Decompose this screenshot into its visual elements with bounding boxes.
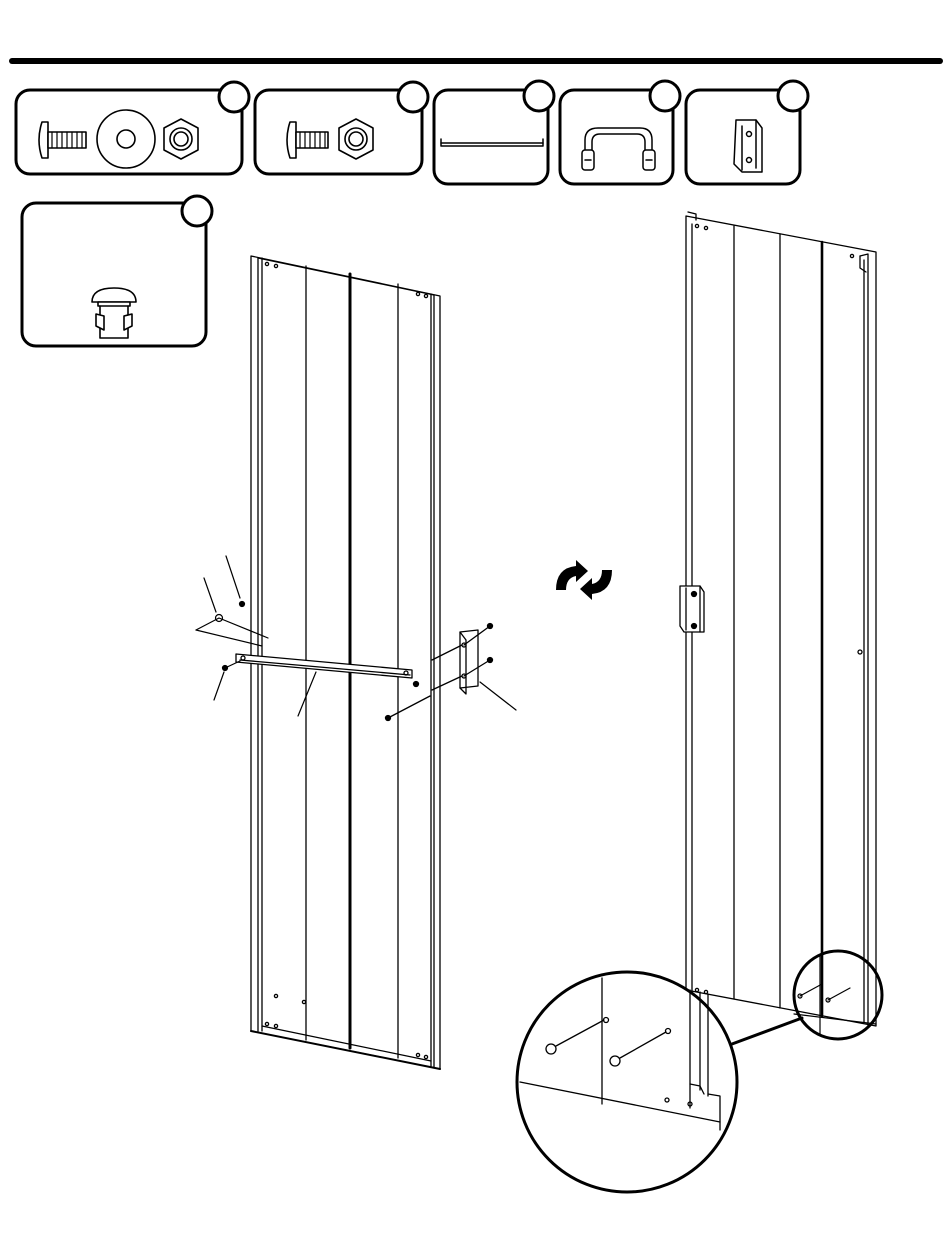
right-door-panel [686, 212, 876, 1026]
rivet-icon [546, 1044, 556, 1054]
part-box-5 [686, 81, 808, 184]
rod-icon [441, 139, 543, 146]
part-tag-2 [398, 82, 428, 112]
nut-icon [240, 602, 245, 607]
screw-icon [414, 682, 419, 687]
handle-icon [582, 128, 655, 170]
part-box-6 [22, 196, 212, 346]
part-tag-6 [182, 196, 212, 226]
magnified-rivet-detail [517, 972, 737, 1192]
flip-over-arrows-icon [556, 560, 612, 600]
part-box-3 [434, 81, 554, 184]
latch-bracket-icon [734, 120, 762, 172]
nut-icon [488, 624, 493, 629]
screw-nut-icon [287, 119, 373, 159]
screw-washer-nut-icon [39, 110, 198, 168]
part-tag-4 [650, 81, 680, 111]
part-tag-3 [524, 81, 554, 111]
part-box-4 [560, 81, 680, 184]
part-box-2 [255, 82, 428, 174]
part-tag-1 [219, 82, 249, 112]
nut-icon [488, 658, 493, 663]
plastic-rivet-icon [92, 288, 136, 338]
rivet-icon [610, 1056, 620, 1066]
latch-installed-outside [680, 586, 704, 632]
part-box-1 [16, 82, 249, 174]
detail-callout-circle [794, 951, 882, 1039]
detail-connector [732, 1018, 802, 1044]
part-tag-5 [778, 81, 808, 111]
